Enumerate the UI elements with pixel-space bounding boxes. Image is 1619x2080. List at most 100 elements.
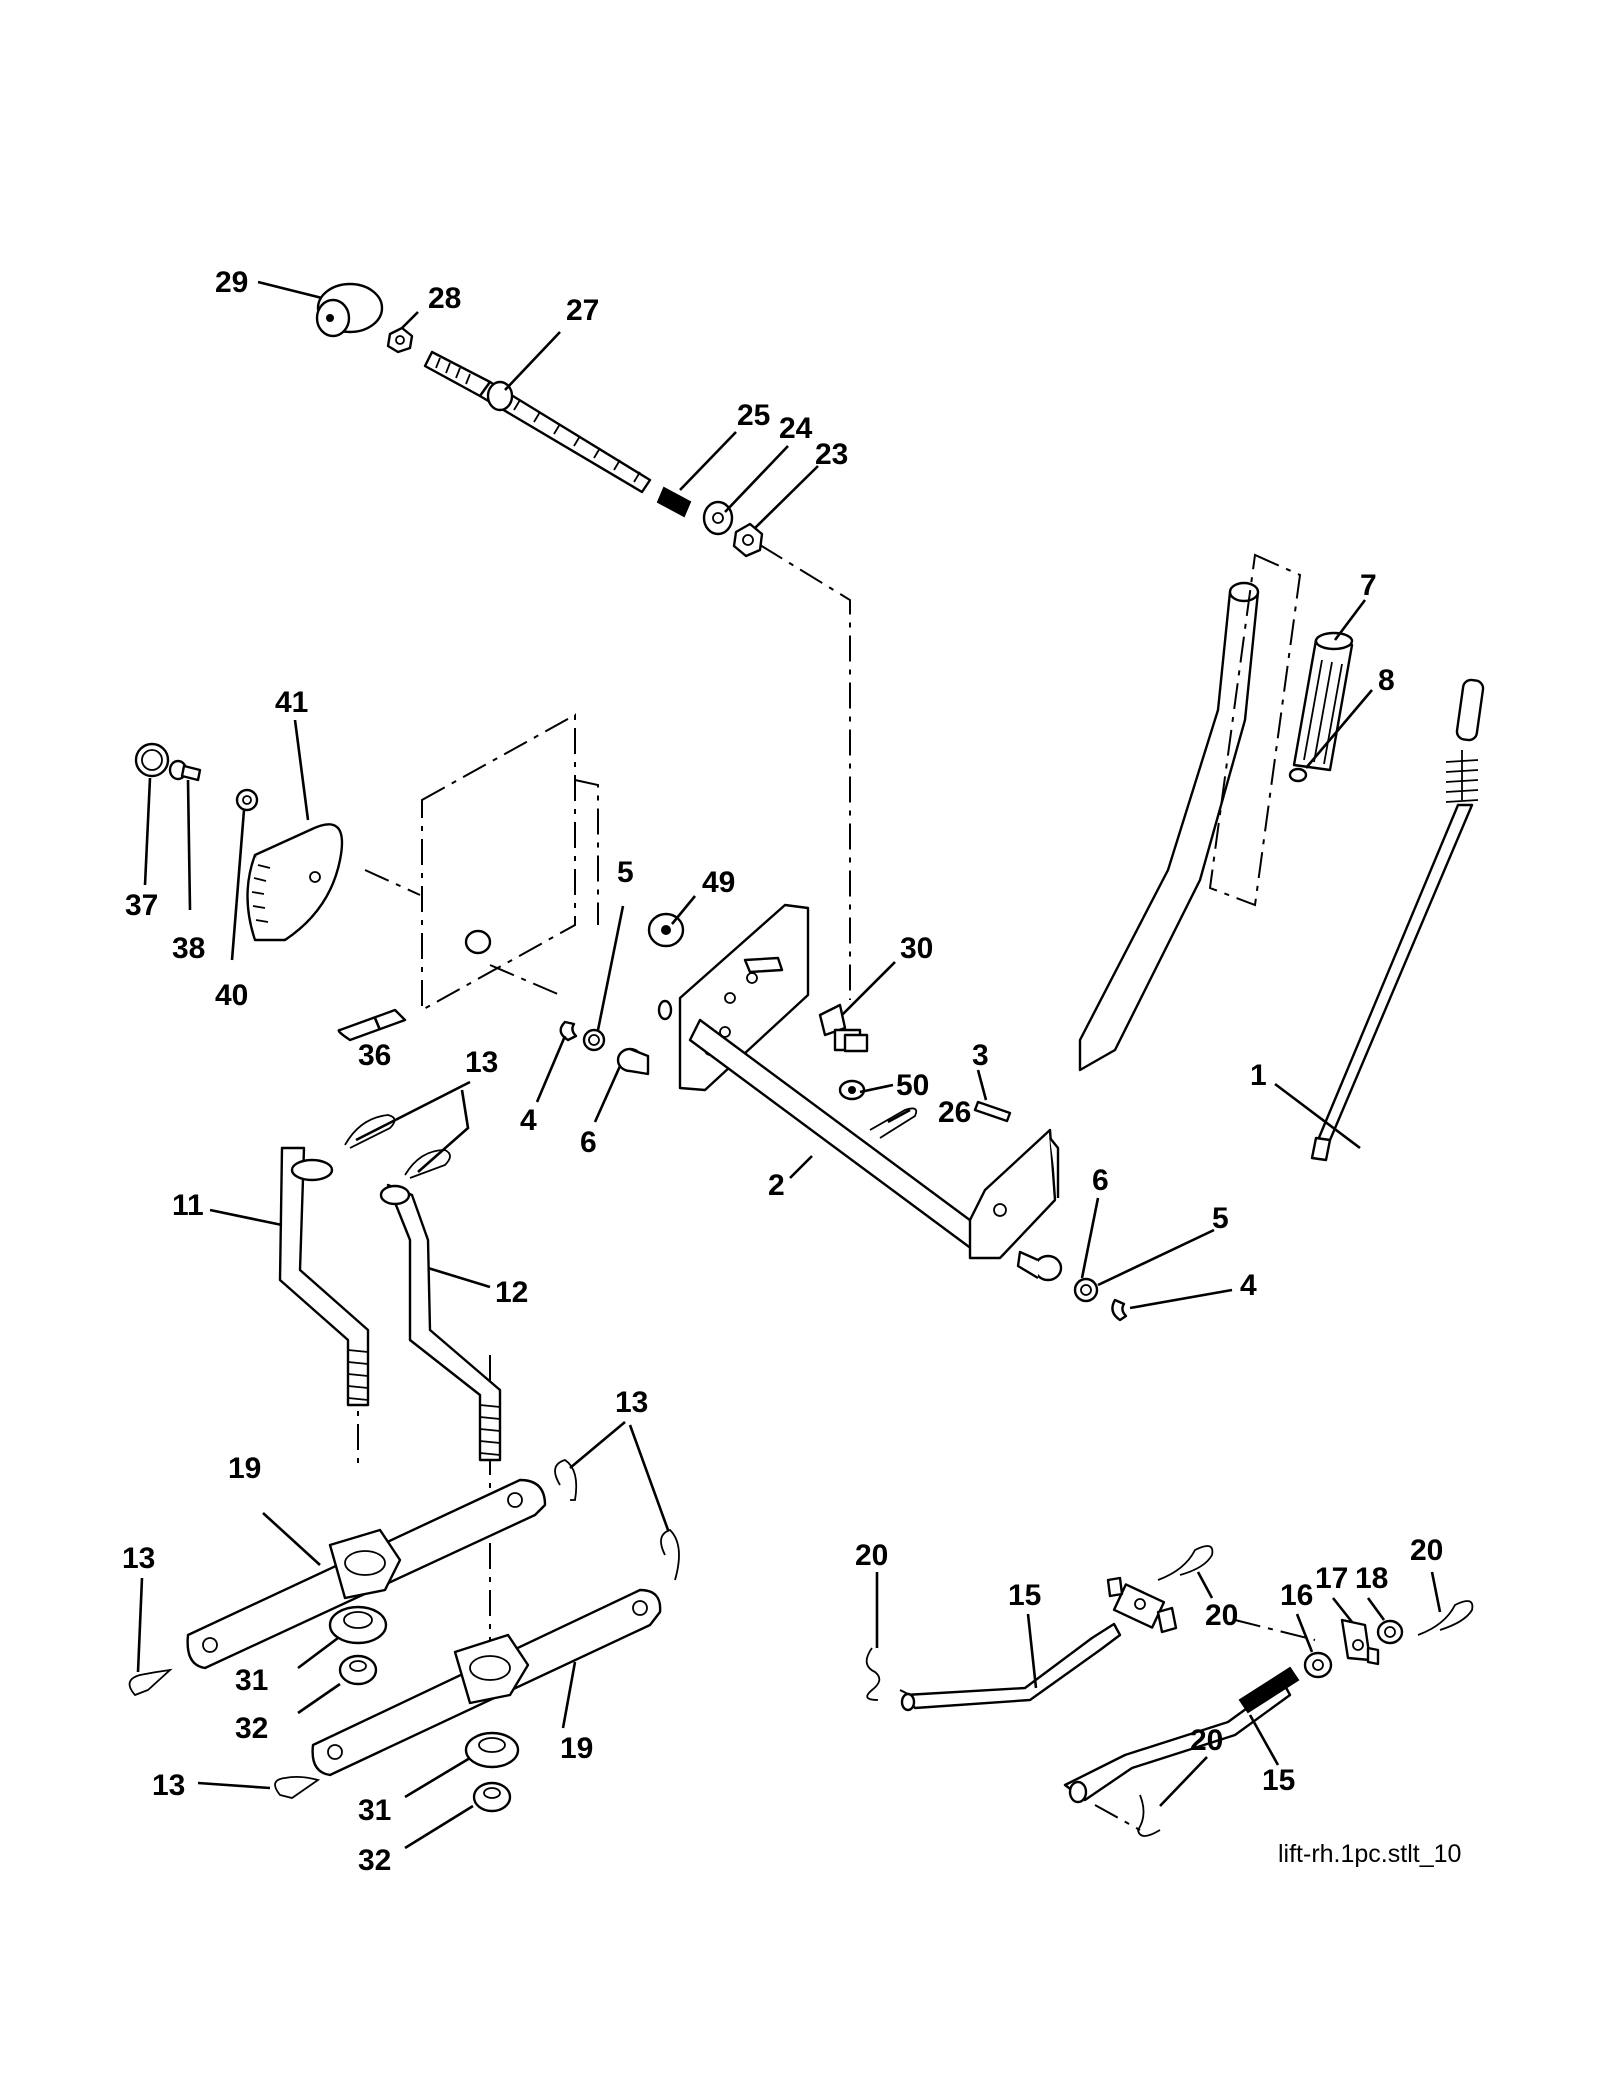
callout-2: 2 (768, 1169, 785, 1202)
callout-27: 27 (566, 294, 599, 327)
callout-19-upper: 19 (228, 1452, 261, 1485)
retaining-ring (134, 742, 170, 778)
left-bushing (616, 1047, 650, 1076)
callout-15-lower: 15 (1262, 1764, 1295, 1797)
knob-nut (386, 326, 414, 354)
grip-ring (1288, 767, 1308, 783)
front-lift-rod-lower (1063, 1666, 1300, 1804)
deflector-knob-assembly (246, 823, 344, 942)
hair-pin-arm-right-b (660, 1528, 680, 1581)
diagram-caption: lift-rh.1pc.stlt_10 (1278, 1840, 1461, 1868)
left-e-ring (559, 1020, 578, 1042)
callout-31-upper: 31 (235, 1664, 268, 1697)
bow-tie-clip-upper-right (1157, 1545, 1214, 1581)
front-lift-rod-upper (900, 1576, 1178, 1712)
callout-31-lower: 31 (358, 1794, 391, 1827)
callout-50: 50 (896, 1069, 929, 1102)
trunnion-17 (1340, 1618, 1380, 1666)
callout-38: 38 (172, 932, 205, 965)
bow-tie-clip-far-right (1417, 1600, 1474, 1636)
callout-37: 37 (125, 889, 158, 922)
flat-washer (235, 788, 259, 812)
roll-pin-3 (973, 1100, 1012, 1123)
lift-cable (1310, 678, 1485, 1162)
callout-12: 12 (495, 1276, 528, 1309)
callout-20-lower: 20 (1190, 1724, 1223, 1757)
callout-32-upper: 32 (235, 1712, 268, 1745)
hair-pin-arm-right-a (554, 1459, 578, 1501)
callout-13-mid: 13 (615, 1386, 648, 1419)
callout-20-left: 20 (855, 1539, 888, 1572)
hair-pin-upper-a (344, 1114, 396, 1149)
callout-3: 3 (972, 1039, 989, 1072)
callout-19-lower: 19 (560, 1732, 593, 1765)
callout-4-left: 4 (520, 1104, 537, 1137)
callout-32-lower: 32 (358, 1844, 391, 1877)
frame-plate-outline (421, 713, 599, 1012)
adjust-spring (656, 486, 692, 518)
callout-25: 25 (737, 399, 770, 432)
callout-11: 11 (172, 1189, 204, 1222)
cone-washer-upper (328, 1605, 388, 1645)
callout-30: 30 (900, 932, 933, 965)
adjust-nut (732, 522, 764, 558)
right-washer (1073, 1277, 1099, 1303)
callout-8: 8 (1378, 664, 1395, 697)
trunnion-30 (818, 1003, 869, 1053)
callout-13-left: 13 (122, 1542, 155, 1575)
callout-5-upper: 5 (617, 856, 634, 889)
nut-50 (838, 1079, 866, 1101)
right-bushing (1016, 1250, 1063, 1282)
callout-20-right: 20 (1410, 1534, 1443, 1567)
callout-24: 24 (779, 412, 813, 445)
lift-handle (1078, 581, 1260, 1072)
handle-grip-outline (1208, 553, 1302, 907)
callout-4-right: 4 (1240, 1269, 1257, 1302)
handle-grip (1292, 631, 1354, 772)
hair-pin-26 (869, 1107, 918, 1139)
callout-26: 26 (938, 1096, 971, 1129)
nut-16 (1303, 1651, 1333, 1679)
callout-1: 1 (1250, 1059, 1267, 1092)
callout-6-right: 6 (1092, 1164, 1109, 1197)
callout-17: 17 (1315, 1562, 1348, 1595)
callout-6-left: 6 (580, 1126, 597, 1159)
lock-nut-upper (338, 1654, 378, 1686)
spring-clip (337, 1008, 407, 1042)
callout-13-upper: 13 (465, 1046, 498, 1079)
bow-tie-clip-lower (1137, 1794, 1161, 1837)
callout-49: 49 (702, 866, 735, 899)
callout-5-right: 5 (1212, 1202, 1229, 1235)
adjust-washer (702, 500, 734, 536)
callout-36: 36 (358, 1039, 391, 1072)
callout-20-mid: 20 (1205, 1599, 1238, 1632)
callout-16: 16 (1280, 1579, 1313, 1612)
right-e-ring (1111, 1298, 1128, 1322)
mounting-bushing (464, 929, 492, 955)
nut-18 (1376, 1619, 1404, 1645)
height-adjust-knob (315, 282, 384, 338)
callout-28: 28 (428, 282, 461, 315)
left-washer (582, 1028, 606, 1052)
lock-nut-lower (472, 1781, 512, 1813)
callout-labels: 29 28 27 25 24 23 7 8 41 37 38 40 5 49 3… (122, 266, 1443, 1877)
leader-lines (136, 280, 1442, 1850)
shaft-bracket (968, 1128, 1060, 1260)
callout-18: 18 (1355, 1562, 1388, 1595)
callout-40: 40 (215, 979, 248, 1012)
lift-link-right (379, 1183, 502, 1462)
shoulder-bolt (168, 759, 202, 782)
cone-washer-lower (464, 1731, 520, 1769)
callout-41: 41 (275, 686, 308, 719)
callout-13-lower: 13 (152, 1769, 185, 1802)
callout-7: 7 (1360, 569, 1377, 602)
lift-arm-upper (186, 1478, 547, 1670)
hair-pin-arm-left (128, 1668, 173, 1697)
callout-23: 23 (815, 438, 848, 471)
hair-pin-arm-lower (274, 1775, 321, 1799)
callout-29: 29 (215, 266, 248, 299)
callout-15-upper: 15 (1008, 1579, 1041, 1612)
adjust-rod (423, 350, 652, 494)
lift-arm-lower (311, 1588, 662, 1777)
